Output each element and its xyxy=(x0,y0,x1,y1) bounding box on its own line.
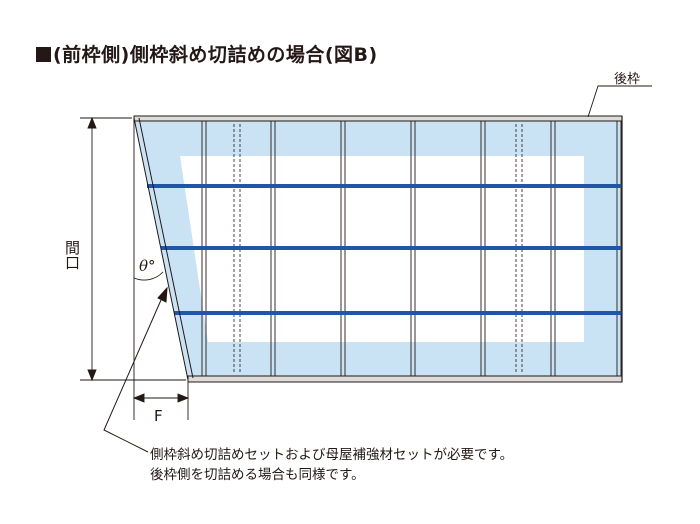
f-dimension-label: F xyxy=(154,407,163,425)
back-frame xyxy=(133,115,623,122)
opening-dimension xyxy=(80,116,186,382)
door-opening-label: 間口 xyxy=(63,240,81,270)
slanted-side-frame xyxy=(133,117,194,381)
back-frame-label: 後枠 xyxy=(614,72,641,87)
angle-reference xyxy=(133,118,164,420)
front-frame xyxy=(187,375,623,383)
figure-title: (前枠側)側枠斜め切詰めの場合(図B) xyxy=(36,40,378,67)
note-leader xyxy=(103,286,168,453)
note-line-2: 後枠側を切詰める場合も同様です。 xyxy=(150,467,365,483)
reinforcement-dashed xyxy=(233,124,523,372)
title-text: (前枠側)側枠斜め切詰めの場合(図B) xyxy=(53,44,378,66)
angle-label: θ° xyxy=(139,257,156,275)
title-square-icon xyxy=(36,47,51,62)
note-line-1: 側枠斜め切詰めセットおよび母屋補強材セットが必要です。 xyxy=(150,447,514,463)
purlins xyxy=(147,184,622,315)
f-dimension xyxy=(132,382,190,420)
back-frame-leader xyxy=(587,85,652,118)
